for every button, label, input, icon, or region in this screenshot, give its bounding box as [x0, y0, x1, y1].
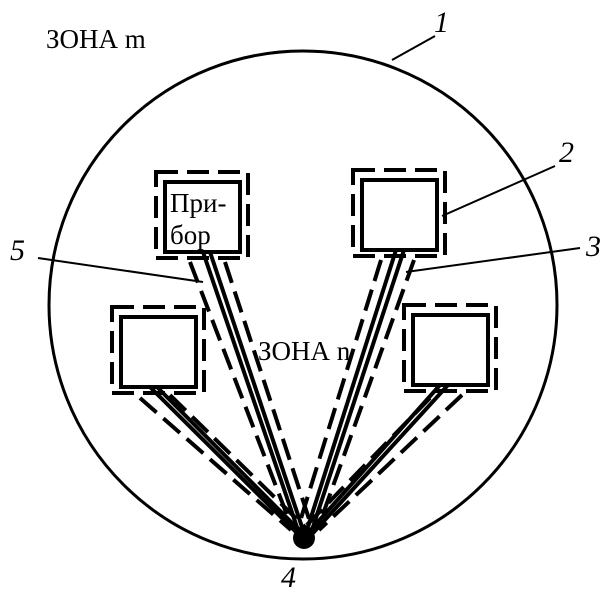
cable-top-right-b — [309, 249, 406, 534]
leader-line-5 — [37, 257, 204, 283]
zone-n-label: ЗОНА n — [258, 336, 351, 366]
callout-1: 1 — [434, 6, 449, 39]
shield-top-right — [351, 168, 447, 258]
shield-top-left — [154, 170, 250, 260]
callout-2: 2 — [559, 136, 574, 169]
shield-mid-left — [110, 305, 206, 395]
common-node — [293, 527, 315, 549]
cable-shield-top-left-inner — [223, 261, 314, 529]
cable-shield-top-right-outer — [316, 259, 416, 529]
cable-top-left-a — [201, 251, 301, 534]
cable-shield-top-right-inner — [296, 259, 383, 529]
device-box-top-left — [163, 180, 242, 254]
device-box-mid-left — [119, 315, 198, 389]
cable-shields — [138, 259, 464, 532]
callout-3: 3 — [585, 230, 601, 263]
cable-top-right-a — [304, 249, 398, 534]
shield-mid-right — [402, 303, 498, 393]
device-box-mid-right — [411, 313, 490, 387]
leader-line-1 — [391, 35, 436, 61]
cable-shield-top-left-outer — [188, 261, 294, 529]
zone-boundary-circle — [47, 49, 559, 561]
cable-mid-left-a — [148, 385, 299, 535]
device-label-line1: При- — [170, 188, 226, 218]
device-box-top-right — [360, 178, 439, 252]
cable-shield-mid-right-outer — [317, 393, 464, 532]
cable-top-left-b — [208, 251, 306, 534]
leader-line-3 — [405, 247, 581, 273]
device-label-line2: бор — [170, 220, 211, 250]
leader-line-2 — [441, 165, 556, 217]
cable-mid-right-b — [311, 383, 450, 535]
cable-shield-mid-left-inner — [168, 393, 310, 532]
callout-5: 5 — [10, 234, 25, 267]
cable-mid-left-b — [155, 385, 304, 535]
zone-m-label: ЗОНА m — [46, 24, 146, 54]
callout-4: 4 — [281, 561, 296, 594]
cable-shield-mid-left-outer — [138, 396, 293, 532]
